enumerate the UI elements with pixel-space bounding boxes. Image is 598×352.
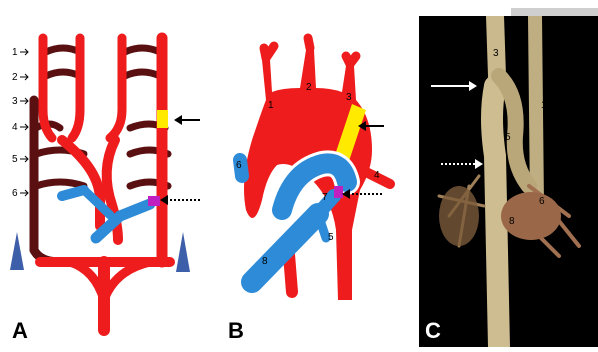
label-pointers-a (20, 49, 28, 196)
label-b-5: 5 (328, 232, 334, 243)
label-a-1: 1 (12, 47, 18, 58)
label-b-2: 2 (306, 82, 312, 93)
arch-1 (46, 48, 80, 52)
ct-lung-left (439, 186, 479, 246)
label-c-5: 5 (505, 132, 511, 143)
label-a-2: 2 (12, 72, 18, 83)
labels-a: 1 2 3 4 5 6 (12, 47, 28, 199)
panel-letter-b: B (228, 318, 244, 343)
arch-2 (46, 72, 80, 76)
label-a-4: 4 (12, 122, 18, 133)
label-b-3: 3 (346, 92, 352, 103)
arch-2-right (125, 72, 160, 76)
arch-6-left (36, 182, 84, 186)
arch-1-right (125, 48, 160, 52)
branch-2 (308, 38, 310, 48)
magenta-segment-b (334, 186, 343, 198)
panel-b-diagram: 1 2 3 4 5 6 7 8 B (222, 0, 412, 347)
panel-c: 1 2 3 4 5 6 7 8 C (419, 16, 598, 347)
label-b-6: 6 (236, 160, 242, 171)
label-b-1: 1 (268, 100, 274, 111)
magenta-segment-a (148, 196, 160, 206)
label-b-7: 7 (322, 192, 328, 203)
right-branch (104, 262, 150, 300)
dotted-arrow-b (342, 189, 384, 199)
yellow-segment-a (157, 110, 168, 128)
label-c-8: 8 (509, 216, 515, 227)
ct-descending (492, 86, 499, 347)
panel-c-ct-render: 1 2 3 4 5 6 7 8 C (419, 16, 598, 347)
label-c-4: 4 (473, 100, 479, 111)
label-c-3: 3 (493, 48, 499, 59)
panel-a-diagram: 1 2 3 4 5 6 A (0, 0, 222, 347)
panel-letter-c: C (425, 318, 441, 343)
left-triangle (10, 232, 24, 270)
right-carotid-a (110, 38, 122, 138)
label-c-6: 6 (539, 196, 545, 207)
label-c-2: 2 (507, 54, 513, 65)
label-b-8: 8 (262, 256, 268, 267)
label-b-4: 4 (374, 170, 380, 181)
ct-vessel-top (495, 16, 497, 76)
ct-vessel-1 (535, 16, 537, 206)
panel-b: 1 2 3 4 5 6 7 8 B (222, 0, 412, 347)
label-a-3: 3 (12, 96, 18, 107)
panel-letter-a: A (12, 318, 28, 343)
solid-arrow-a (174, 115, 200, 125)
label-c-7: 7 (477, 188, 483, 199)
panel-a: 1 2 3 4 5 6 A (0, 0, 222, 347)
label-a-5: 5 (12, 154, 18, 165)
label-c-1: 1 (541, 100, 547, 111)
dotted-arrow-a (160, 195, 200, 205)
label-a-6: 6 (12, 188, 18, 199)
right-triangle (176, 232, 190, 272)
branch-3b (350, 56, 356, 64)
